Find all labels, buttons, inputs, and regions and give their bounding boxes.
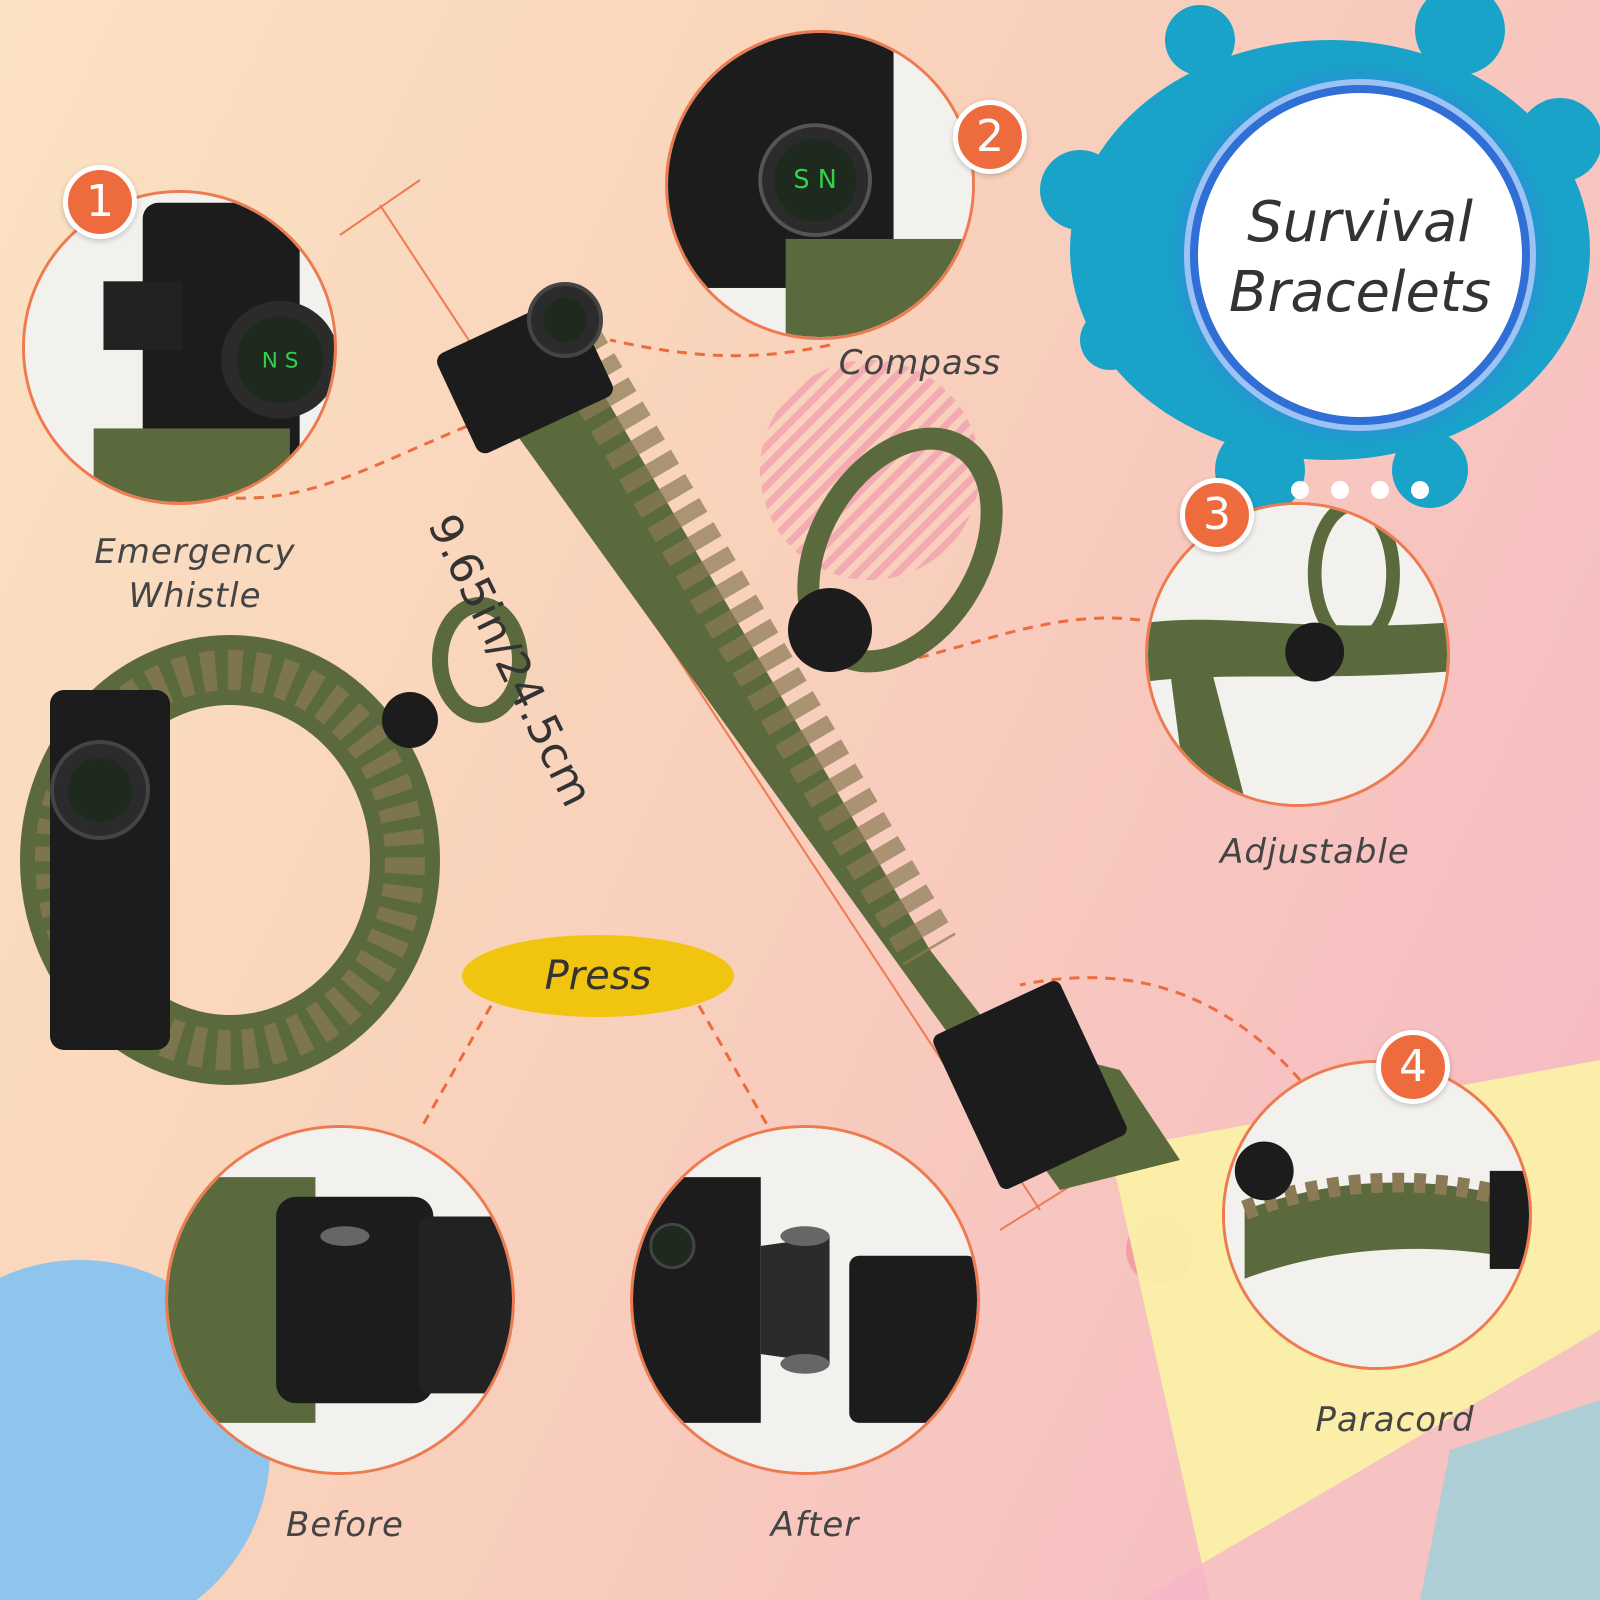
title-line-1: Survival — [1247, 190, 1473, 255]
dashed-arrows — [199, 338, 1302, 1131]
label-emergency-whistle: Emergency Whistle — [60, 530, 330, 618]
badge-3: 3 — [1180, 478, 1254, 552]
loop-bracelet-illustration — [20, 597, 528, 1085]
detail-circle-after — [630, 1125, 980, 1475]
detail-circle-before — [165, 1125, 515, 1475]
label-after: After — [770, 1505, 860, 1545]
svg-text:N S: N S — [262, 349, 299, 374]
badge-2: 2 — [953, 100, 1027, 174]
label-emergency-whistle-line1: Emergency — [94, 532, 296, 572]
svg-text:S N: S N — [793, 165, 836, 195]
whistle-detail-image: N S — [25, 193, 334, 502]
label-paracord: Paracord — [1315, 1400, 1475, 1440]
press-badge: Press — [462, 935, 734, 1017]
badge-1: 1 — [63, 165, 137, 239]
main-bracelet-illustration — [437, 282, 1180, 1190]
paracord-detail-image — [1225, 1063, 1529, 1367]
detail-circle-compass: S N — [665, 30, 975, 340]
buckle-open-image — [633, 1128, 977, 1472]
label-before: Before — [286, 1505, 404, 1545]
detail-circle-paracord — [1222, 1060, 1532, 1370]
label-emergency-whistle-line2: Whistle — [128, 576, 262, 616]
label-compass: Compass — [838, 343, 1002, 383]
adjustable-detail-image — [1148, 505, 1447, 804]
label-adjustable: Adjustable — [1220, 832, 1410, 872]
title-text: Survival Bracelets — [1198, 188, 1522, 328]
title-badge: Survival Bracelets — [1190, 85, 1530, 425]
compass-detail-image: S N — [668, 33, 972, 337]
buckle-closed-image — [168, 1128, 512, 1472]
detail-circle-adjustable — [1145, 502, 1450, 807]
detail-circle-whistle: N S — [22, 190, 337, 505]
title-line-2: Bracelets — [1228, 260, 1492, 325]
badge-4: 4 — [1376, 1030, 1450, 1104]
